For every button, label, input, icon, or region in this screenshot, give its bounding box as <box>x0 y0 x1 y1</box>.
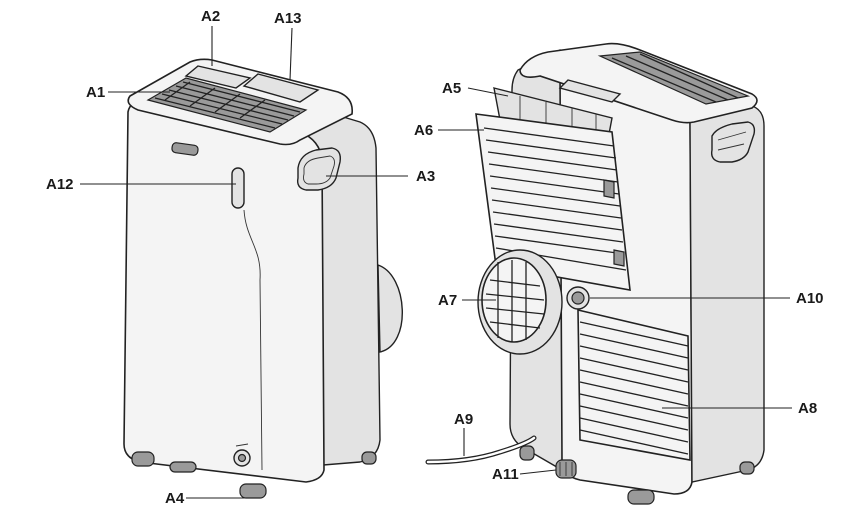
front-unit <box>123 58 403 499</box>
label-a11: A11 <box>492 466 519 483</box>
front-unit-face <box>123 97 325 483</box>
rear-unit <box>425 42 765 505</box>
label-a8: A8 <box>798 400 817 417</box>
label-a5: A5 <box>442 80 461 97</box>
label-a4: A4 <box>165 490 185 507</box>
label-a10: A10 <box>796 290 824 307</box>
brand-badge <box>171 142 199 156</box>
top-air-outlet-grille <box>146 77 308 133</box>
leader-lines <box>80 26 792 499</box>
label-a12: A12 <box>46 176 74 193</box>
drain-cap <box>555 459 577 479</box>
rear-handle <box>710 121 756 163</box>
rear-unit-top <box>519 42 758 124</box>
control-panel <box>184 65 252 89</box>
rear-bulge <box>377 264 403 353</box>
label-a9: A9 <box>454 411 473 428</box>
label-a13: A13 <box>274 10 302 27</box>
front-unit-wheels <box>131 451 377 499</box>
side-handle <box>296 147 342 191</box>
label-a6: A6 <box>414 122 433 139</box>
remote-receiver <box>231 167 245 209</box>
front-seam <box>243 209 263 471</box>
label-a1: A1 <box>86 84 105 101</box>
label-a7: A7 <box>438 292 457 309</box>
filter-frame-grille <box>475 113 631 291</box>
rear-unit-wheels <box>519 445 755 505</box>
control-panel-display <box>242 73 320 103</box>
rear-intake-grille <box>577 308 691 461</box>
label-a2: A2 <box>201 8 220 25</box>
rear-top-grille <box>597 51 751 105</box>
label-a3: A3 <box>416 168 435 185</box>
exhaust-outlet <box>477 249 563 355</box>
